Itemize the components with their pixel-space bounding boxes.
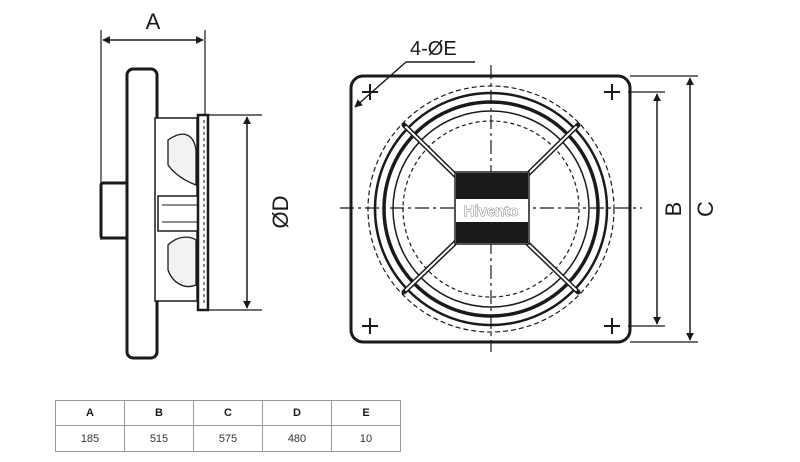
guard-ring xyxy=(382,100,600,318)
value-cell-a: 185 xyxy=(55,425,125,452)
dimension-table-header-row: A B C D E xyxy=(55,400,401,426)
header-cell-d: D xyxy=(262,400,332,426)
dimension-table: A B C D E 185 515 575 480 10 xyxy=(55,400,401,452)
side-view xyxy=(99,30,262,360)
fan-guard xyxy=(196,113,210,312)
dim-c-label: C xyxy=(693,201,718,217)
brand-plate-bottom xyxy=(456,222,528,243)
mounting-holes xyxy=(362,84,620,334)
dim-b-label: B xyxy=(661,202,686,217)
dim-a-label: A xyxy=(146,9,161,34)
mounting-plate xyxy=(125,67,159,360)
header-cell-a: A xyxy=(55,400,125,426)
dim-d-label: ØD xyxy=(268,196,293,229)
value-cell-d: 480 xyxy=(262,425,332,452)
outer-ring xyxy=(367,85,615,333)
fan-blade-bottom xyxy=(167,236,197,288)
header-cell-c: C xyxy=(193,400,263,426)
brand-label: Hivento xyxy=(463,203,518,220)
value-cell-c: 575 xyxy=(193,425,263,452)
fan-blade-top xyxy=(167,133,197,186)
value-cell-e: 10 xyxy=(331,425,401,452)
dim-e-label: 4-ØE xyxy=(410,38,457,60)
header-cell-e: E xyxy=(331,400,401,426)
dim-e-leader xyxy=(354,61,407,108)
value-cell-b: 515 xyxy=(124,425,194,452)
dimension-table-value-row: 185 515 575 480 10 xyxy=(55,425,401,452)
brand-plate-top xyxy=(456,173,528,199)
technical-drawing: A ØD xyxy=(99,9,718,360)
header-cell-b: B xyxy=(124,400,194,426)
